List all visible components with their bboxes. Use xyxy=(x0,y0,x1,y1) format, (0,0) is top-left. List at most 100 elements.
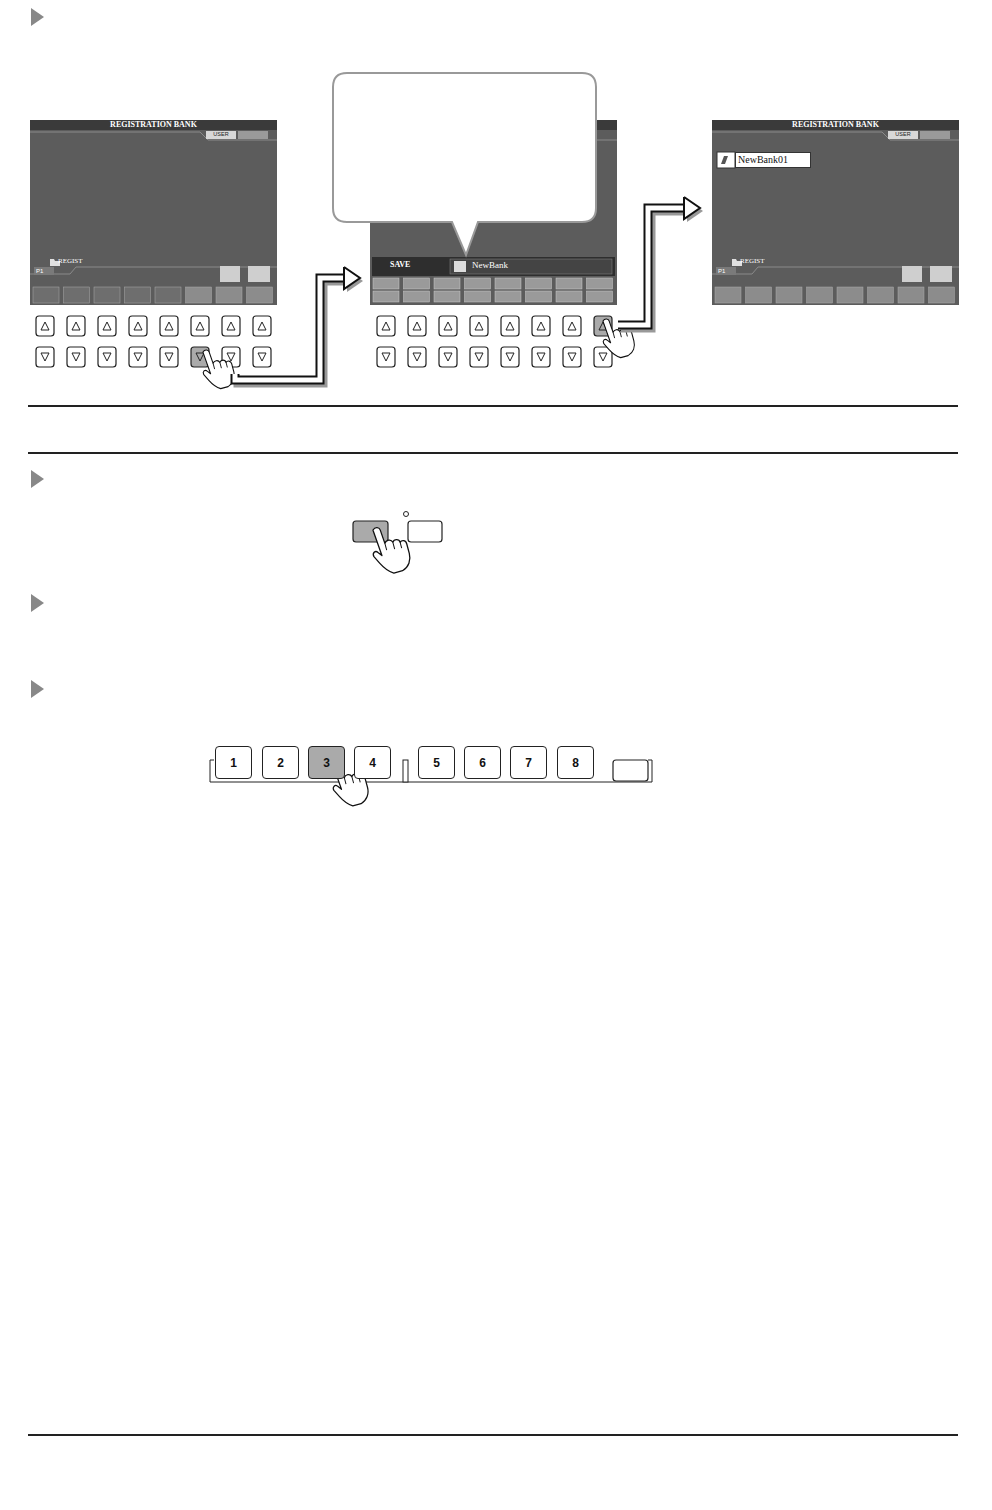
button-arrow xyxy=(103,322,111,330)
memory-button: 8 xyxy=(557,746,594,779)
menu-button xyxy=(868,287,894,303)
char-key xyxy=(587,291,613,302)
tab xyxy=(888,131,918,139)
tab-line xyxy=(30,132,277,140)
button-arrow xyxy=(165,322,173,330)
button-body xyxy=(160,347,178,367)
tab xyxy=(920,131,950,139)
menu-button xyxy=(216,287,242,303)
speech-bubble xyxy=(333,73,596,255)
arrow-button xyxy=(532,316,550,336)
button-body xyxy=(532,316,550,336)
button-body xyxy=(253,347,271,367)
memory-button: 3 xyxy=(308,746,345,779)
memory-button: 2 xyxy=(262,746,299,779)
arrow-button xyxy=(160,316,178,336)
strip-divider xyxy=(403,760,408,782)
arrow-fill xyxy=(618,208,686,325)
icon xyxy=(220,266,240,282)
arrowhead xyxy=(344,267,360,289)
button-arrow xyxy=(227,322,235,330)
char-key xyxy=(404,291,430,302)
char-key xyxy=(556,291,582,302)
icon xyxy=(930,266,952,282)
arrow-button xyxy=(408,316,426,336)
char-key xyxy=(465,278,491,289)
screen-text: REGIST xyxy=(740,257,765,266)
memory-button: 1 xyxy=(215,746,252,779)
memory-button: 7 xyxy=(510,746,547,779)
button-arrow xyxy=(444,353,452,361)
button-body xyxy=(563,347,581,367)
finger-line xyxy=(213,360,227,371)
name-field xyxy=(450,259,612,274)
icon xyxy=(248,266,270,282)
tab-line xyxy=(712,132,959,140)
tab xyxy=(34,267,54,275)
arrow-button xyxy=(129,347,147,367)
char-key xyxy=(526,278,552,289)
button-body xyxy=(563,316,581,336)
screen-bg xyxy=(30,120,277,305)
lcd-screen xyxy=(30,120,277,305)
button-arrow xyxy=(413,353,421,361)
char-key xyxy=(587,278,613,289)
button-arrow xyxy=(72,353,80,361)
file-icon xyxy=(454,261,466,272)
pointing-hand xyxy=(198,344,238,392)
button-body xyxy=(67,316,85,336)
lcd-screen xyxy=(712,120,959,305)
screen-text: REGISTRATION BANK xyxy=(712,120,959,130)
arrow-button xyxy=(439,347,457,367)
button-arrow xyxy=(444,322,452,330)
button-body xyxy=(36,316,54,336)
arrow-outline xyxy=(235,278,346,380)
finger-line xyxy=(385,540,402,553)
button-body xyxy=(222,316,240,336)
char-key xyxy=(526,291,552,302)
menu-button xyxy=(125,287,151,303)
rule-line xyxy=(28,452,958,454)
button-body xyxy=(67,347,85,367)
arrow-button xyxy=(501,347,519,367)
rule-line xyxy=(28,1434,958,1436)
button-arrow xyxy=(258,322,266,330)
button-body xyxy=(470,347,488,367)
arrow-button xyxy=(129,316,147,336)
button-number: 8 xyxy=(572,756,579,770)
button-arrow xyxy=(475,353,483,361)
button-arrow xyxy=(196,322,204,330)
button-body xyxy=(36,347,54,367)
menu-button xyxy=(807,287,833,303)
screen-text: P1 xyxy=(36,267,43,275)
tab xyxy=(238,131,268,139)
arrow-button xyxy=(408,347,426,367)
button-arrow xyxy=(103,353,111,361)
menu-button xyxy=(746,287,772,303)
hand-outline xyxy=(198,344,238,392)
screen-bg xyxy=(712,120,959,305)
arrow-button xyxy=(439,316,457,336)
file-icon xyxy=(717,152,735,168)
button-arrow xyxy=(537,353,545,361)
button-number: 1 xyxy=(230,756,237,770)
button-body xyxy=(98,316,116,336)
button-arrow xyxy=(41,322,49,330)
screen-text: USER xyxy=(206,131,236,139)
button-body xyxy=(532,347,550,367)
menu-button xyxy=(94,287,120,303)
button-body xyxy=(129,316,147,336)
screen-text: NewBank01 xyxy=(735,152,811,168)
menu-button xyxy=(715,287,741,303)
button-body xyxy=(501,347,519,367)
button-body xyxy=(129,347,147,367)
button-arrow xyxy=(165,353,173,361)
hand-outline xyxy=(367,521,414,577)
arrow-shadow xyxy=(621,211,689,328)
arrow-button xyxy=(191,316,209,336)
arrow-button xyxy=(563,316,581,336)
save-bar xyxy=(372,257,615,276)
screen-text: REGISTRATION BANK xyxy=(30,120,277,130)
panel-button xyxy=(408,521,442,542)
screen-panel: REGISTRATION BANKUSERREGISTP1 xyxy=(30,120,277,372)
